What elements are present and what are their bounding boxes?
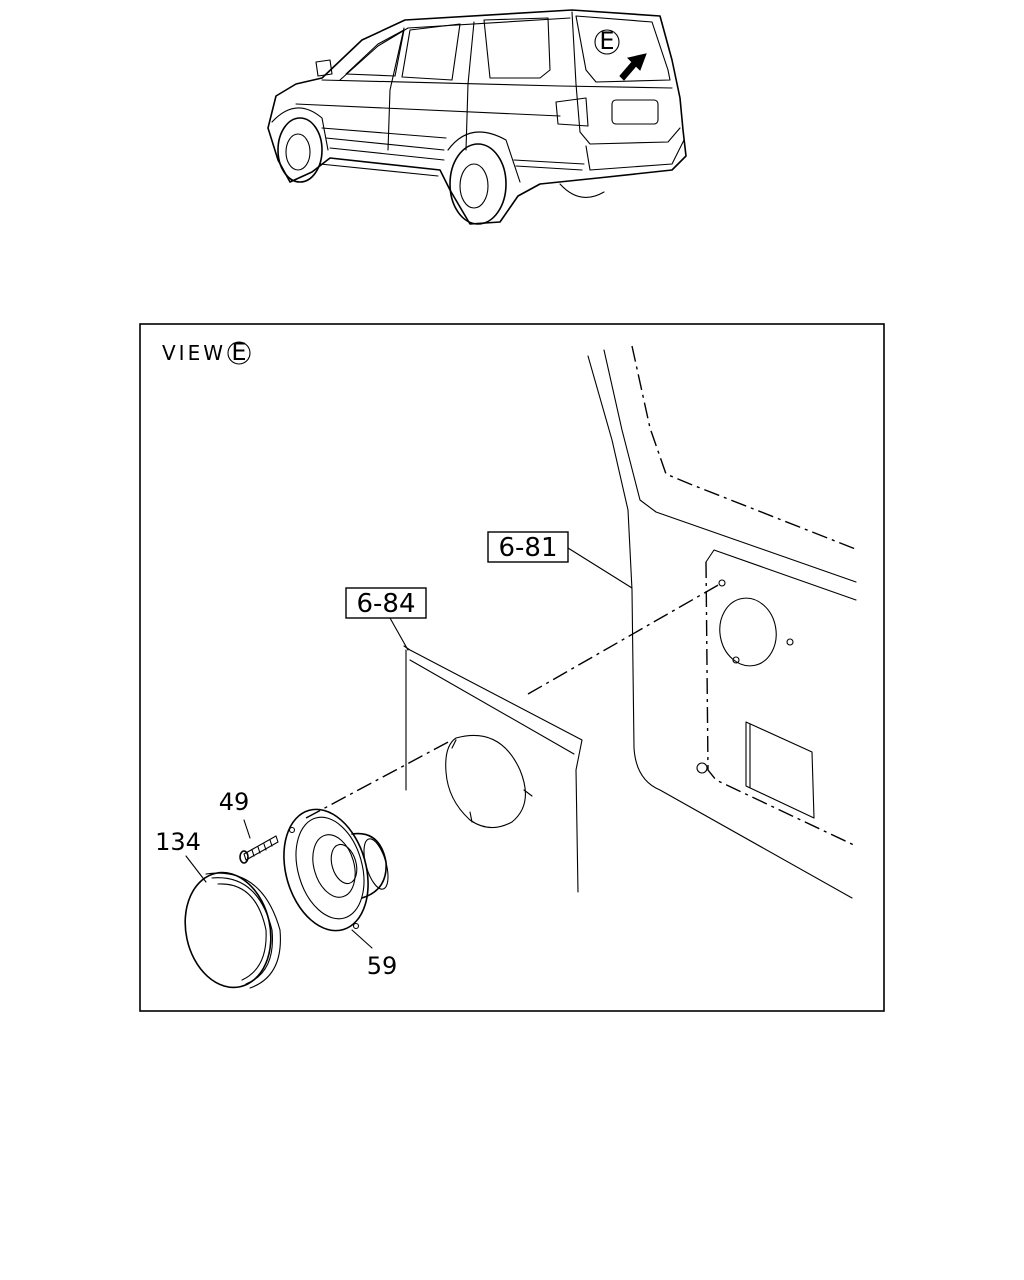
speaker-axis-line [305,739,453,819]
leader-6-81 [567,547,633,589]
view-direction-arrow-icon [619,53,647,81]
screw-part-49 [239,835,279,864]
view-e-marker-letter: E [599,27,614,55]
speaker-grille-part-134 [184,871,281,989]
detail-view-frame [139,323,885,1012]
vehicle-illustration: E [267,9,687,225]
ref-6-81: 6-81 [487,531,569,563]
part-49-label: 49 [219,788,250,816]
view-label-letter: E [231,338,246,366]
quarter-inner-panel [587,345,859,899]
leader-6-84 [389,617,409,651]
ref-6-84: 6-84 [345,587,427,619]
view-e-marker-circle [594,29,620,55]
ref-6-81-text: 6-81 [498,533,557,563]
leader-49 [243,819,251,839]
view-label-circle [227,341,251,365]
part-134-label: 134 [155,828,201,856]
part-59-label: 59 [367,952,398,980]
view-label-text: VIEW [162,341,226,365]
view-label: VIEW E [162,338,251,366]
screw-axis-line [527,583,721,695]
leader-59 [351,929,373,949]
leader-134 [185,855,207,883]
speaker-part-59 [283,808,389,932]
trim-panel [403,645,583,893]
ref-6-84-text: 6-84 [356,589,415,619]
